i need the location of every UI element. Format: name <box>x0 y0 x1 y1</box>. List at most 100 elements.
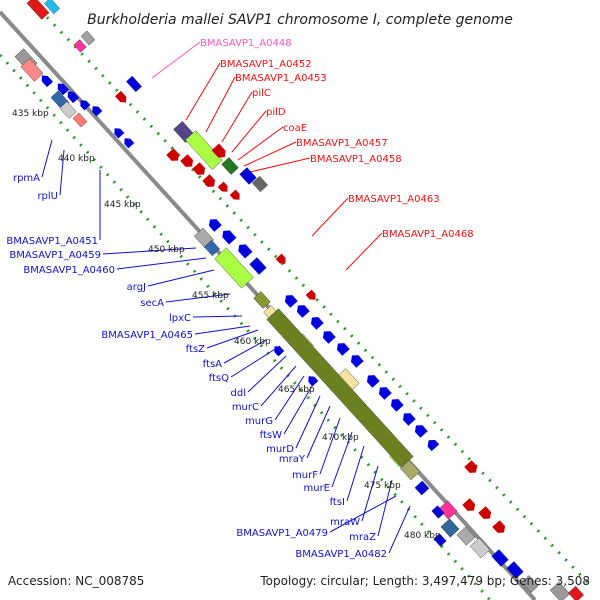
gene-block <box>214 247 254 289</box>
gene-feature <box>73 39 87 53</box>
reverse-gene-arrow <box>310 317 324 330</box>
gene-feature <box>72 112 88 128</box>
outer-gene-label: pilD <box>266 107 286 118</box>
kbp-tick-label: 465 kbp <box>278 385 315 395</box>
gene-feature <box>440 518 460 538</box>
reverse-gene-arrow <box>114 128 125 139</box>
gene-block <box>253 291 271 309</box>
inner-label-leader <box>192 315 243 318</box>
gene-block <box>72 112 88 128</box>
reverse-gene-arrow <box>80 100 91 111</box>
reverse-gene-arrow <box>274 346 285 357</box>
gene-block <box>126 75 142 93</box>
reverse-gene-arrow <box>336 343 350 356</box>
inner-gene-label: lpxC <box>169 313 191 324</box>
gene-block <box>239 167 257 185</box>
forward-gene-arrow <box>478 506 492 519</box>
gene-block <box>59 101 77 119</box>
gene-feature <box>521 575 539 593</box>
gene-feature <box>124 138 135 149</box>
reverse-gene-arrow <box>414 425 428 438</box>
gene-block <box>203 239 221 257</box>
inner-gene-label: argJ <box>127 282 146 293</box>
inner-gene-label: murC <box>232 402 259 413</box>
outer-gene-label: BMASAVP1_A0457 <box>296 138 388 149</box>
inner-label-leader <box>247 355 287 393</box>
outer-gene-label: coaE <box>283 123 307 134</box>
gene-feature <box>305 289 316 300</box>
reverse-gene-arrow <box>57 83 69 96</box>
inner-gene-label: BMASAVP1_A0451 <box>6 236 98 247</box>
inner-gene-label: secA <box>140 298 164 309</box>
reverse-gene-arrow <box>41 75 53 88</box>
gene-block <box>456 526 476 546</box>
inner-label-leader <box>41 139 53 178</box>
forward-gene-arrow <box>229 189 240 200</box>
gene-feature <box>308 376 319 387</box>
outer-gene-label: BMASAVP1_A0463 <box>348 194 440 205</box>
forward-gene-arrow <box>180 154 194 167</box>
label-leader-lines <box>41 41 411 554</box>
kbp-tick-label: 435 kbp <box>12 109 49 119</box>
gene-feature <box>284 295 298 308</box>
gene-feature <box>41 75 53 88</box>
gene-feature <box>57 83 69 96</box>
gene-block <box>249 257 267 275</box>
gene-feature <box>366 375 380 388</box>
gene-block <box>73 39 87 53</box>
gene-feature <box>402 413 416 426</box>
reverse-gene-arrow <box>402 413 416 426</box>
gene-feature <box>464 460 478 473</box>
gene-feature <box>456 526 476 546</box>
gene-feature <box>296 305 310 318</box>
gene-feature <box>336 343 350 356</box>
gene-feature <box>185 130 223 170</box>
reverse-gene-arrow <box>238 244 253 259</box>
topology-text: Topology: circular; Length: 3,497,479 bp… <box>259 574 590 588</box>
gene-block <box>433 533 447 547</box>
inner-label-leader <box>230 345 281 378</box>
inner-label-leader <box>319 417 341 475</box>
gene-feature <box>414 425 428 438</box>
inner-gene-label: murG <box>245 416 273 427</box>
gene-feature <box>26 0 50 20</box>
gene-block <box>549 581 571 600</box>
gene-feature <box>221 157 239 175</box>
inner-label-leader <box>206 329 259 349</box>
gene-feature <box>115 90 127 103</box>
forward-gene-arrow <box>115 90 127 103</box>
reverse-gene-arrow <box>427 439 440 452</box>
kbp-tick-label: 445 kbp <box>104 200 141 210</box>
inner-label-leader <box>59 149 65 196</box>
gene-block <box>521 575 539 593</box>
outer-label-leader <box>185 62 221 121</box>
inner-gene-label: ftsZ <box>186 344 205 355</box>
kbp-tick-label: 450 kbp <box>148 245 185 255</box>
outer-label-leader <box>345 232 383 271</box>
accession-text: Accession: NC_008785 <box>8 574 144 588</box>
gene-feature <box>567 585 585 600</box>
inner-gene-label: BMASAVP1_A0459 <box>9 250 101 261</box>
gene-feature <box>222 230 237 245</box>
reverse-gene-arrow <box>92 106 103 117</box>
gene-feature <box>433 533 447 547</box>
gene-block <box>251 175 269 193</box>
inner-gene-label: ftsI <box>330 497 345 508</box>
inner-gene-label: rpmA <box>13 173 40 184</box>
inner-gene-labels: rpmArplUBMASAVP1_A0451BMASAVP1_A0459BMAS… <box>6 173 387 560</box>
gene-feature <box>180 154 194 167</box>
inner-label-leader <box>274 375 305 421</box>
forward-gene-arrow <box>462 498 476 511</box>
outer-label-leader <box>249 157 311 173</box>
reverse-gene-arrow <box>284 295 298 308</box>
gene-feature <box>310 317 324 330</box>
reverse-gene-arrow <box>322 331 336 344</box>
forward-gene-arrow <box>192 162 206 175</box>
inner-label-leader <box>194 325 251 335</box>
forward-gene-arrow <box>275 253 286 264</box>
gene-block <box>491 549 509 567</box>
olive-gene-cluster <box>266 308 414 468</box>
kbp-tick-label: 475 kbp <box>364 481 401 491</box>
